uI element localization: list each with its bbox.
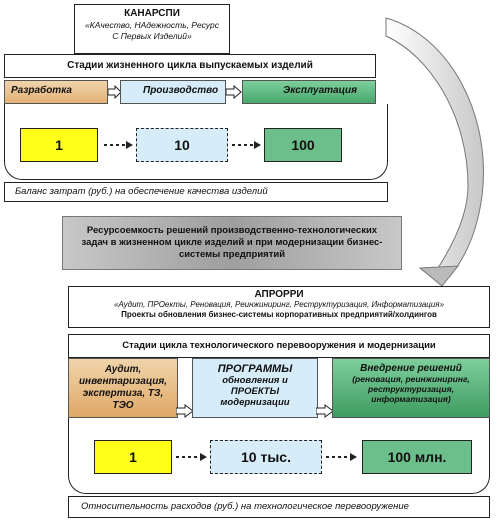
dashed-arrow-icon [104, 141, 133, 149]
stage-programs-sub: обновления и ПРОЕКТЫ модернизации [220, 375, 290, 408]
curved-arrow [380, 6, 498, 287]
top-stage-arrow-1 [107, 84, 122, 100]
top-stage-arrow-2 [225, 84, 242, 100]
apropri-box: АПРОРРИ «Аудит, ПРОекты, Реновация, Реин… [68, 286, 490, 328]
curved-return-arrow-icon [385, 17, 484, 287]
hollow-arrow-icon [107, 84, 122, 100]
stage-exploitation-label: Эксплуатация [283, 85, 358, 96]
bottom-values-frame [68, 418, 490, 494]
bottom-value-1: 1 [94, 440, 172, 474]
bottom-stages-title: Стадии цикла технологического перевооруж… [68, 334, 490, 358]
top-dash-2 [232, 141, 261, 149]
apropri-desc: «Аудит, ПРОекты, Реновация, Реинжиниринг… [113, 300, 445, 309]
hollow-arrow-icon [315, 404, 334, 418]
top-values-frame [4, 104, 388, 180]
top-balance-text: Баланс затрат (руб.) на обеспечение каче… [4, 182, 388, 202]
stage-programs-title: ПРОГРАММЫ [217, 363, 293, 375]
top-dash-1 [104, 141, 133, 149]
top-value-10-text: 10 [174, 137, 190, 153]
bottom-dash-2 [326, 453, 357, 461]
top-value-10: 10 [136, 128, 228, 162]
stage-development-label: Разработка [11, 85, 72, 96]
top-value-100: 100 [264, 128, 342, 162]
dashed-arrow-icon [326, 453, 357, 461]
kanarspi-title: КАНАРСПИ [124, 8, 180, 19]
top-value-1-text: 1 [55, 137, 63, 153]
kanarspi-box: КАНАРСПИ «КАчество, НАдежность, Ресурс С… [74, 4, 230, 54]
stage-audit-label: Аудит, инвентаризация, экспертиза, ТЗ, Т… [78, 364, 168, 411]
middle-banner-text: Ресурсоемкость решений производственно-т… [81, 225, 383, 260]
apropri-title: АПРОРРИ [254, 289, 304, 300]
hollow-arrow-icon [175, 404, 194, 418]
apropri-sub: Проекты обновления бизнес-системы корпор… [121, 310, 437, 319]
stage-production-label: Производство [143, 85, 219, 96]
top-stage-exploitation: Эксплуатация [242, 80, 376, 104]
top-stage-development: Разработка [4, 80, 108, 104]
middle-banner: Ресурсоемкость решений производственно-т… [62, 216, 402, 270]
kanarspi-desc: «КАчество, НАдежность, Ресурс С Первых И… [85, 20, 219, 41]
bottom-stage-programs: ПРОГРАММЫ обновления и ПРОЕКТЫ модерниза… [192, 358, 318, 418]
top-stages-title: Стадии жизненного цикла выпускаемых изде… [4, 54, 376, 78]
bottom-value-100m: 100 млн. [362, 440, 472, 474]
top-stage-production: Производство [120, 80, 226, 104]
stage-implementation-sub: (реновация, реинжиниринг, реструктуризац… [352, 374, 470, 404]
bottom-value-1-text: 1 [129, 449, 137, 465]
top-value-100-text: 100 [291, 137, 315, 153]
hollow-arrow-icon [225, 84, 242, 100]
bottom-stage-arrow-1 [175, 404, 194, 418]
bottom-value-10k: 10 тыс. [210, 440, 322, 474]
bottom-relative-text: Относительность расходов (руб.) на техно… [68, 496, 490, 518]
dashed-arrow-icon [232, 141, 261, 149]
bottom-stage-implementation: Внедрение решений (реновация, реинжинири… [332, 358, 490, 418]
bottom-stage-audit: Аудит, инвентаризация, экспертиза, ТЗ, Т… [68, 358, 178, 418]
top-value-1: 1 [20, 128, 98, 162]
bottom-dash-1 [176, 453, 207, 461]
bottom-value-10k-text: 10 тыс. [241, 449, 291, 465]
dashed-arrow-icon [176, 453, 207, 461]
bottom-value-100m-text: 100 млн. [387, 449, 447, 465]
bottom-stage-arrow-2 [315, 404, 334, 418]
stage-implementation-title: Внедрение решений [360, 363, 462, 374]
